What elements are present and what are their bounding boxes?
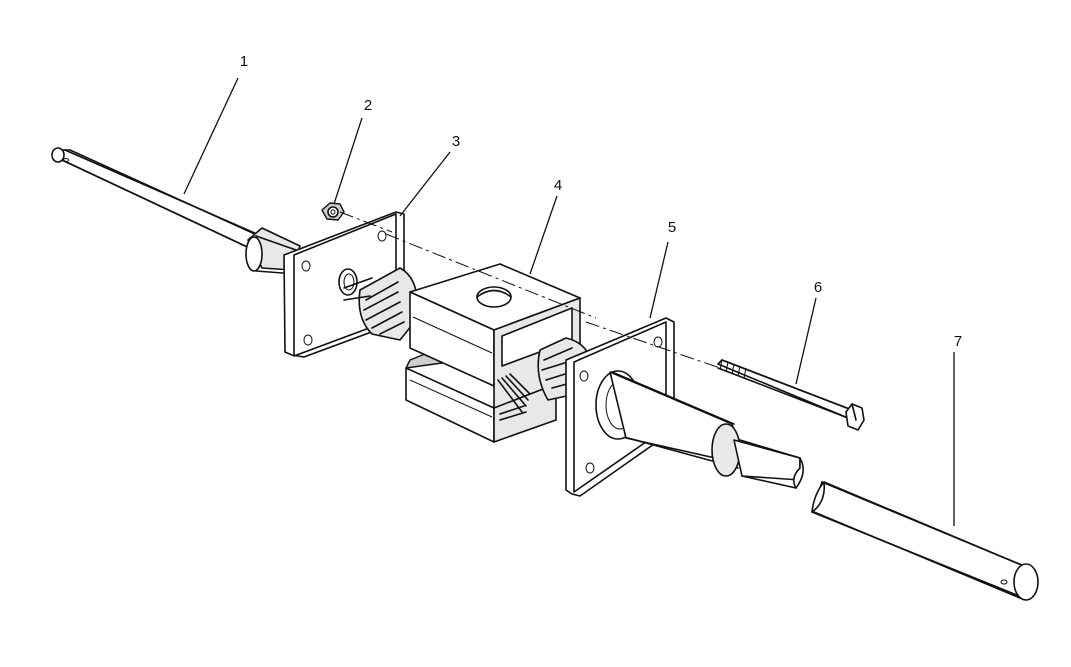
alignment-lines <box>339 211 721 369</box>
callout-7: 7 <box>954 333 962 350</box>
callout-2: 2 <box>364 97 372 114</box>
nut-2 <box>321 202 345 221</box>
callout-4: 4 <box>554 177 562 194</box>
bevel-gear-left <box>343 267 419 341</box>
gear-housing-4 <box>405 263 581 443</box>
callout-3: 3 <box>452 133 460 150</box>
output-shaft-tube <box>609 371 804 489</box>
leader-lines <box>183 77 955 526</box>
callout-6: 6 <box>814 279 822 296</box>
shaft-1 <box>51 147 301 275</box>
callout-labels: 1 2 3 4 5 6 7 <box>240 53 962 350</box>
callout-5: 5 <box>668 219 676 236</box>
callout-1: 1 <box>240 53 248 70</box>
tube-7 <box>811 481 1039 601</box>
bolt-6 <box>717 359 865 431</box>
